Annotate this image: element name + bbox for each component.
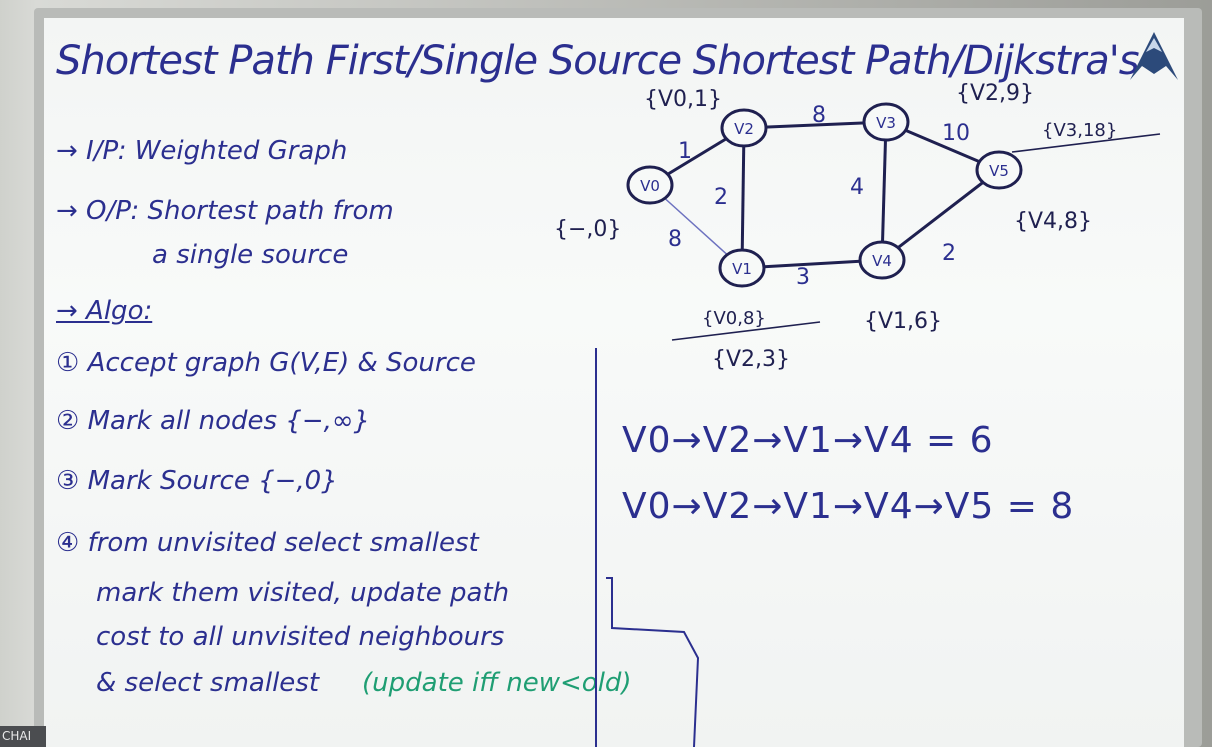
graph-node-distance: {V2,9} [956, 81, 1034, 106]
note-step-3: ③ Mark Source {−,0} [56, 466, 338, 496]
graph-node-label: V1 [732, 260, 752, 278]
result-path-v5: V0→V2→V1→V4→V5 = 8 [622, 486, 1075, 527]
note-update-rule: (update iff new<old) [362, 668, 632, 698]
graph-node-distance: {−,0} [554, 217, 621, 242]
graph-edge-v4-v5 [881, 168, 1000, 262]
graph-node-label: V4 [872, 252, 892, 270]
note-input: → I/P: Weighted Graph [56, 136, 348, 166]
note-output: → O/P: Shortest path from [56, 196, 394, 226]
graph-node-distance: {V0,1} [644, 87, 722, 112]
graph-node-distance-struck: {V0,8} [702, 308, 766, 329]
graph-edge-weight: 4 [850, 175, 864, 200]
graph-edge-weight: 2 [714, 185, 728, 210]
result-path-v4: V0→V2→V1→V4 = 6 [622, 420, 994, 461]
board-brackets [595, 348, 700, 747]
strike-line [671, 321, 821, 341]
note-step-2: ② Mark all nodes {−,∞} [56, 406, 371, 436]
graph-edge-weight: 8 [812, 103, 826, 128]
graph-node-label: V3 [876, 114, 896, 132]
graph-edge-weight: 2 [942, 241, 956, 266]
note-step-4c: cost to all unvisited neighbours [96, 622, 505, 652]
graph-diagram: 1 8 2 8 3 4 10 2 V0 {−,0} V2 {V0,1} V1 {V2,3} {V0,8} V3… [554, 81, 1161, 372]
logo-icon [1130, 32, 1178, 80]
graph-node-distance: {V2,3} [712, 347, 790, 372]
graph-node-distance-struck: {V3,18} [1042, 120, 1117, 141]
graph-node-v0 [626, 165, 674, 205]
graph-node-distance: {V4,8} [1014, 209, 1092, 234]
note-output-cont: a single source [152, 240, 349, 270]
graph-node-v4 [858, 240, 906, 280]
strike-line [1011, 133, 1161, 153]
note-algo: → Algo: [56, 296, 153, 326]
graph-edge-v2-v3 [743, 120, 887, 130]
note-step-4b: mark them visited, update path [96, 578, 510, 608]
board-title: Shortest Path First/Single Source Shorte… [56, 38, 1140, 84]
note-step-4d: & select smallest [96, 668, 320, 698]
note-step-4: ④ from unvisited select smallest [56, 528, 479, 558]
graph-edge-weight: 1 [678, 139, 692, 164]
note-step-1: ① Accept graph G(V,E) & Source [56, 348, 476, 378]
graph-edge-weight: 3 [796, 265, 810, 290]
graph-node-v5 [975, 150, 1023, 190]
graph-node-v1 [718, 248, 766, 288]
graph-node-v3 [862, 102, 910, 142]
graph-edge-v3-v4 [880, 121, 888, 261]
graph-node-v2 [720, 108, 768, 148]
graph-edge-v2-v1 [740, 127, 746, 269]
graph-node-label: V5 [989, 162, 1009, 180]
graph-node-label: V2 [734, 120, 754, 138]
graph-node-distance: {V1,6} [864, 309, 942, 334]
whiteboard: Shortest Path First/Single Source Shorte… [44, 18, 1184, 747]
graph-edge-weight: 8 [668, 227, 682, 252]
graph-node-label: V0 [640, 177, 660, 195]
graph-edge-weight: 10 [942, 121, 970, 146]
corner-label: CHAI [0, 726, 46, 747]
